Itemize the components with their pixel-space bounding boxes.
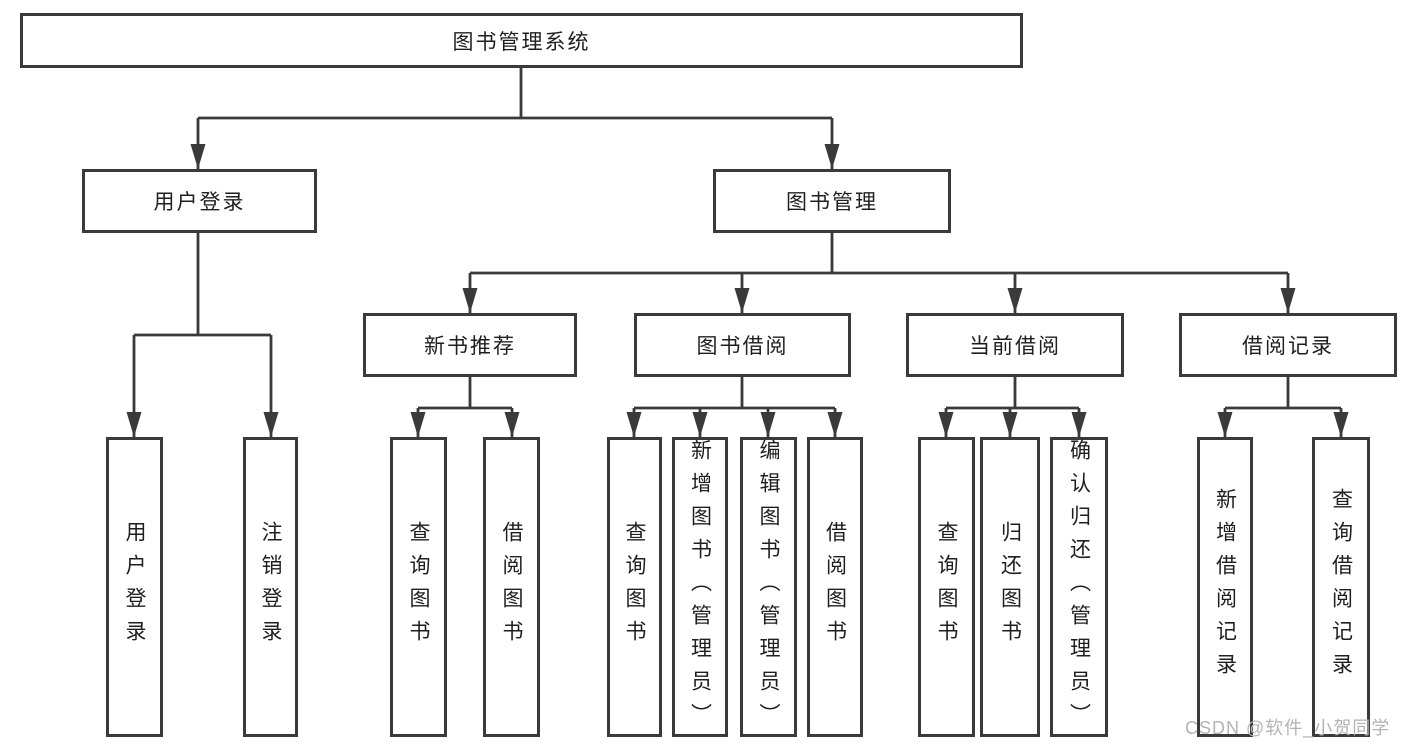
leaf-edit-book-admin-label: 编辑图书（管理员） bbox=[757, 438, 780, 736]
node-book-borrowing-label: 图书借阅 bbox=[696, 335, 789, 358]
node-book-borrowing: 图书借阅 bbox=[634, 313, 851, 377]
leaf-query-borrow-record: 查询借阅记录 bbox=[1312, 437, 1370, 737]
leaf-user-login: 用户登录 bbox=[106, 437, 163, 737]
node-book-management: 图书管理 bbox=[713, 169, 951, 233]
node-borrowing-records-label: 借阅记录 bbox=[1242, 335, 1334, 358]
leaf-return-book: 归还图书 bbox=[980, 437, 1040, 737]
leaf-add-book-admin: 新增图书（管理员） bbox=[672, 437, 728, 737]
leaf-borrow-book-recommendation-label: 借阅图书 bbox=[500, 521, 523, 653]
node-root-label: 图书管理系统 bbox=[452, 30, 591, 54]
leaf-borrow-book-recommendation: 借阅图书 bbox=[483, 437, 540, 737]
node-new-book-recommendation: 新书推荐 bbox=[363, 313, 577, 377]
node-user-login-label: 用户登录 bbox=[153, 191, 246, 214]
node-current-borrowing-label: 当前借阅 bbox=[969, 335, 1061, 358]
leaf-confirm-return-admin: 确认归还（管理员） bbox=[1050, 437, 1108, 737]
node-current-borrowing: 当前借阅 bbox=[906, 313, 1124, 377]
node-new-book-recommendation-label: 新书推荐 bbox=[424, 335, 516, 358]
node-root: 图书管理系统 bbox=[20, 13, 1023, 68]
leaf-edit-book-admin: 编辑图书（管理员） bbox=[740, 437, 797, 737]
leaf-borrow-book-borrowing: 借阅图书 bbox=[807, 437, 863, 737]
leaf-query-book-borrowing: 查询图书 bbox=[607, 437, 662, 737]
leaf-query-book-recommendation: 查询图书 bbox=[390, 437, 447, 737]
leaf-logout: 注销登录 bbox=[243, 437, 298, 737]
leaf-confirm-return-admin-label: 确认归还（管理员） bbox=[1067, 438, 1091, 736]
leaf-add-borrow-record: 新增借阅记录 bbox=[1197, 437, 1253, 737]
leaf-add-book-admin-label: 新增图书（管理员） bbox=[688, 438, 712, 736]
leaf-user-login-label: 用户登录 bbox=[123, 521, 146, 653]
csdn-watermark: CSDN @软件_小贺同学 bbox=[1185, 718, 1391, 738]
leaf-borrow-book-borrowing-label: 借阅图书 bbox=[823, 521, 847, 653]
node-borrowing-records: 借阅记录 bbox=[1179, 313, 1397, 377]
leaf-return-book-label: 归还图书 bbox=[998, 521, 1022, 653]
leaf-query-borrow-record-label: 查询借阅记录 bbox=[1329, 488, 1353, 686]
leaf-query-book-current-label: 查询图书 bbox=[935, 521, 958, 653]
leaf-query-book-recommendation-label: 查询图书 bbox=[407, 521, 430, 653]
leaf-query-book-borrowing-label: 查询图书 bbox=[623, 521, 646, 653]
node-book-management-label: 图书管理 bbox=[786, 191, 878, 214]
node-user-login: 用户登录 bbox=[82, 169, 317, 233]
leaf-query-book-current: 查询图书 bbox=[918, 437, 975, 737]
leaf-logout-label: 注销登录 bbox=[259, 521, 282, 653]
leaf-add-borrow-record-label: 新增借阅记录 bbox=[1213, 488, 1237, 686]
